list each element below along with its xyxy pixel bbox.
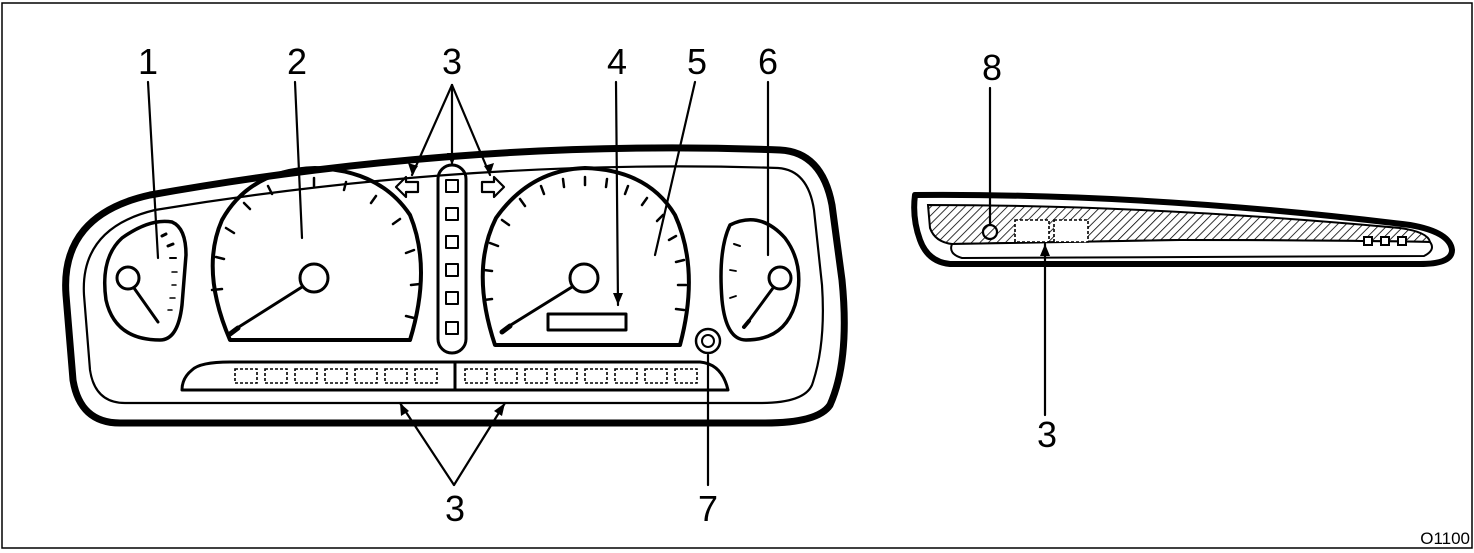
turn-left-indicator-icon: [394, 175, 420, 199]
lower-warning-lamp-bar: [180, 360, 730, 392]
side-view-hatched-lens: [926, 203, 1432, 246]
callout-1: 1: [138, 41, 158, 82]
callout-labels: 1 2 3 4 5 6 3 7 8 3: [138, 41, 1057, 529]
callout-6: 6: [758, 41, 778, 82]
callout-3-side: 3: [1037, 414, 1057, 455]
side-view-outline: [911, 191, 1455, 267]
callout-3-top: 3: [442, 41, 462, 82]
callout-3-bottom: 3: [445, 488, 465, 529]
cluster-side-view: [911, 86, 1455, 417]
cluster-front-view: [62, 80, 848, 487]
callout-7: 7: [698, 488, 718, 529]
tachometer: [480, 166, 691, 347]
side-view-switches: [1363, 236, 1407, 246]
leader-arrowheads-front: [400, 153, 623, 416]
leader-lines-front: [146, 80, 770, 487]
side-view-inner-face: [950, 238, 1433, 260]
temperature-gauge: [719, 218, 801, 342]
fuel-gauge: [102, 219, 188, 342]
callout-8: 8: [982, 47, 1002, 88]
figure-code: O1100: [1420, 529, 1470, 548]
turn-right-indicator-icon: [480, 175, 506, 199]
cluster-housing-outer: [62, 144, 848, 427]
callout-2: 2: [287, 41, 307, 82]
speedometer: [210, 166, 423, 342]
trip-reset-knob: [694, 327, 722, 355]
callout-4: 4: [607, 41, 627, 82]
callout-5: 5: [687, 41, 707, 82]
odometer-display: [546, 312, 628, 332]
side-view-lamps: [1014, 219, 1089, 243]
warning-lamp-column: [436, 163, 468, 355]
